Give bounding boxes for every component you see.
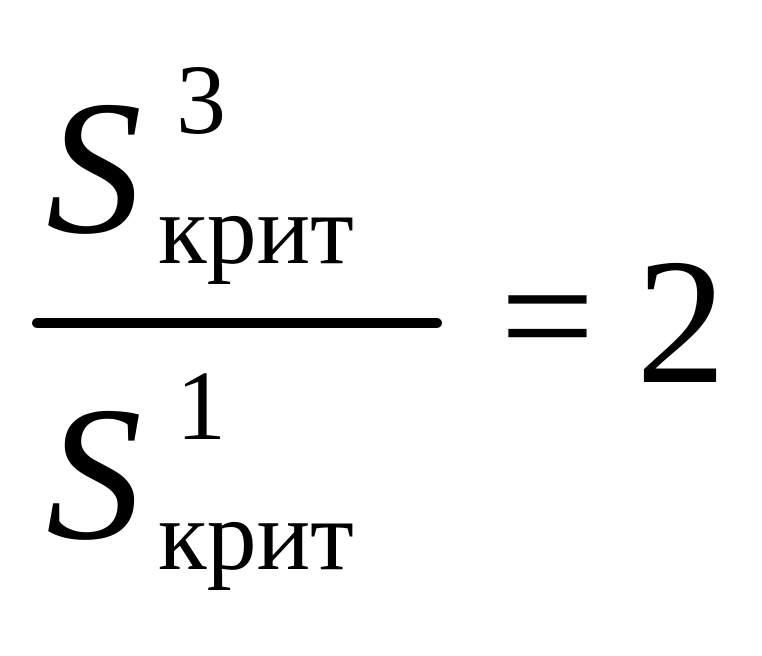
numerator-variable: S bbox=[46, 61, 142, 274]
equals-sign: = bbox=[500, 223, 595, 409]
fraction-bar bbox=[32, 318, 442, 328]
denominator-variable: S bbox=[46, 367, 142, 580]
denominator-superscript: 1 bbox=[176, 350, 226, 461]
numerator-superscript: 3 bbox=[176, 44, 226, 155]
denominator-subscript: крит bbox=[158, 480, 354, 591]
numerator-subscript: крит bbox=[158, 174, 354, 285]
right-hand-value: 2 bbox=[636, 222, 726, 421]
